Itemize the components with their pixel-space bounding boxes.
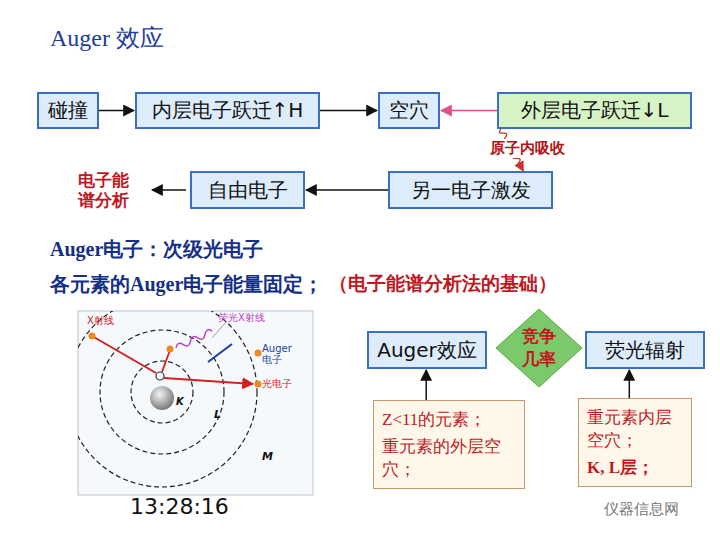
photoelectron-path xyxy=(164,378,253,384)
ray-label: X射线 xyxy=(87,314,114,328)
incident-xray xyxy=(92,336,156,373)
process-box: 荧光辐射 xyxy=(585,331,705,369)
node-label: 碰撞 xyxy=(48,97,88,124)
flow-arrow xyxy=(441,110,497,112)
analysis-note: 电子能谱分析 xyxy=(78,170,131,211)
electron-shells xyxy=(78,311,257,487)
illustration-frame xyxy=(78,311,313,495)
auger-path xyxy=(208,344,232,362)
timestamp: 13:28:16 xyxy=(130,494,229,519)
node-label: 荧光辐射 xyxy=(605,337,685,364)
node-label: Z<11的元素； xyxy=(382,408,486,431)
ray-label: 荧光X射线 xyxy=(218,311,265,325)
process-box: 另一电子激发 xyxy=(388,171,553,209)
node-label: 空穴 xyxy=(389,97,429,124)
node-label: 自由电子 xyxy=(208,177,288,204)
flow-arrow xyxy=(99,110,134,112)
flow-arrow xyxy=(306,189,388,191)
flow-arrow xyxy=(425,370,427,400)
watermark: 仪器信息网 xyxy=(604,500,679,519)
shell-label: K xyxy=(176,396,184,407)
node-label: 重元素的外层空穴； xyxy=(382,435,516,481)
decision-diamond: 竞争 几率 xyxy=(495,308,583,388)
node-label: 内层电子跃迁↑H xyxy=(152,97,304,124)
process-box: 空穴 xyxy=(378,92,440,129)
diamond-label: 竞争 几率 xyxy=(519,325,558,371)
diamond-shape xyxy=(495,308,583,388)
statement: 各元素的Auger电子能量固定； xyxy=(50,271,323,298)
fluorescence-wave xyxy=(175,328,214,350)
shell-label: M xyxy=(262,450,273,463)
electron-label: Auger 电子 xyxy=(262,343,296,365)
flow-arrow xyxy=(629,370,631,398)
process-box: 外层电子跃迁↓L xyxy=(497,92,692,129)
statement: Auger电子：次级光电子 xyxy=(50,236,263,263)
edge-label: 原子内吸收 xyxy=(488,139,567,158)
analysis-arrow xyxy=(152,189,186,191)
process-box: 内层电子跃迁↑H xyxy=(135,92,320,129)
electron-label: 光电子 xyxy=(262,377,292,391)
node-label: 另一电子激发 xyxy=(411,177,531,204)
node-label: Auger效应 xyxy=(377,337,477,364)
statement-note: （电子能谱分析法的基础） xyxy=(329,271,557,297)
process-box: 自由电子 xyxy=(190,171,305,209)
hole xyxy=(156,372,164,380)
node-label: 重元素内层空穴； xyxy=(587,406,683,452)
process-box: Auger效应 xyxy=(367,331,487,369)
leader-line xyxy=(212,322,226,338)
shell-label: L xyxy=(214,408,221,421)
node-label: K, L层； xyxy=(587,456,654,479)
condition-box: 重元素内层空穴； K, L层； xyxy=(578,398,692,487)
process-box: 碰撞 xyxy=(37,92,99,129)
slide-title: Auger 效应 xyxy=(50,22,164,54)
nucleus xyxy=(150,386,174,410)
transition xyxy=(162,350,170,372)
condition-box: Z<11的元素； 重元素的外层空穴； xyxy=(373,400,525,489)
flow-arrow xyxy=(320,110,377,112)
node-label: 外层电子跃迁↓L xyxy=(521,97,669,124)
